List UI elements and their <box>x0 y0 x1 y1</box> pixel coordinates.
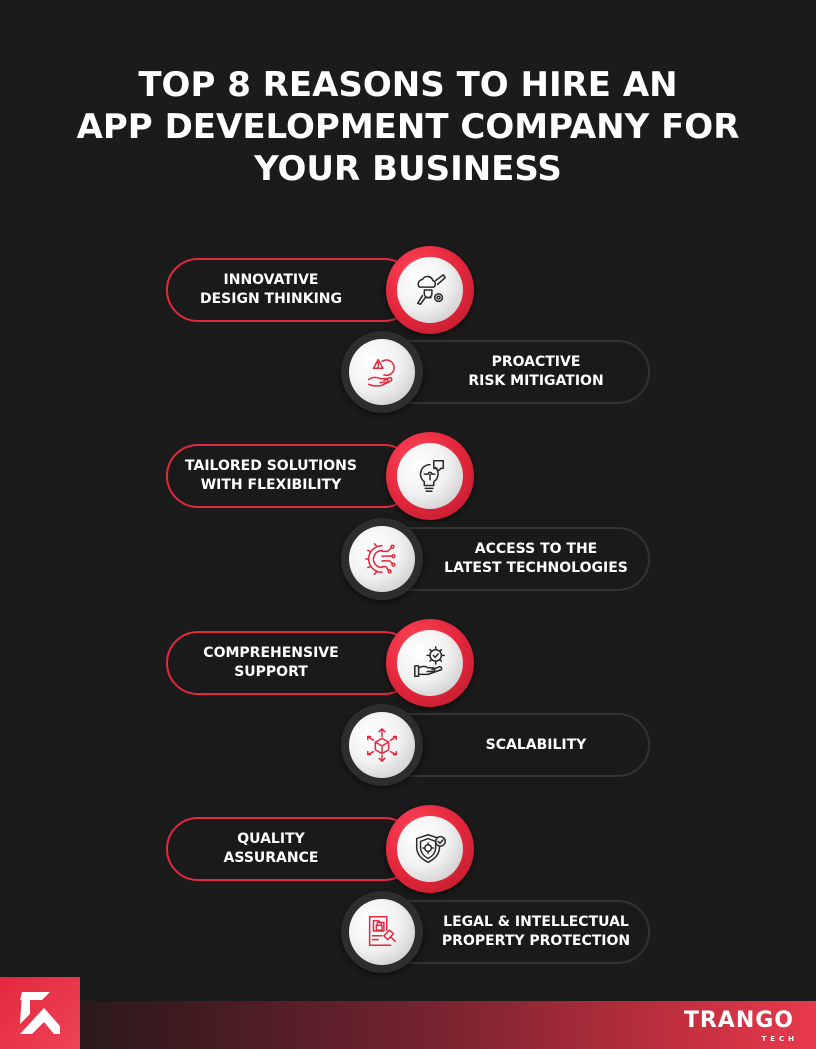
brand-logo: TRANGO TECH <box>684 1010 794 1044</box>
reason-label-line: QUALITY <box>237 831 305 847</box>
arrow-up-left-logo-icon <box>20 992 60 1034</box>
reason-label-line: PROACTIVE <box>491 354 581 370</box>
footer-logo <box>0 977 80 1049</box>
reason-label-line: RISK MITIGATION <box>468 373 604 389</box>
document-lock-gavel-icon <box>368 916 397 947</box>
brand-sub: TECH <box>761 1035 798 1043</box>
reason-icon-badge <box>341 331 423 413</box>
reason-label-line: LATEST TECHNOLOGIES <box>444 560 628 576</box>
shield-gear-check-icon <box>415 833 446 864</box>
lightbulb-cloud-pencil-gear-icon <box>416 274 446 306</box>
hand-gear-check-icon <box>414 646 446 678</box>
title-line-1: TOP 8 REASONS TO HIRE AN <box>138 65 678 105</box>
footer-bar <box>0 1001 816 1049</box>
reason-icon-badge <box>386 805 474 893</box>
reason-label-line: SCALABILITY <box>485 736 587 753</box>
reason-pill: TAILORED SOLUTIONS WITH FLEXIBILITY <box>166 444 416 508</box>
reason-icon-badge <box>341 704 423 786</box>
reason-label-line: LEGAL & INTELLECTUAL <box>443 914 629 930</box>
reason-label-line: DESIGN THINKING <box>199 291 343 307</box>
reason-label-line: PROPERTY PROTECTION <box>441 933 631 949</box>
reason-pill: LEGAL & INTELLECTUAL PROPERTY PROTECTION <box>372 900 650 964</box>
title-line-2: APP DEVELOPMENT COMPANY FOR <box>76 107 740 147</box>
reason-label-line: INNOVATIVE <box>223 272 319 288</box>
reason-label-line: TAILORED SOLUTIONS <box>185 458 357 474</box>
hand-warning-gear-icon <box>367 358 395 387</box>
reason-pill: QUALITY ASSURANCE <box>166 817 416 881</box>
reason-icon-badge <box>386 619 474 707</box>
cube-arrows-icon <box>366 728 398 762</box>
page-title: TOP 8 REASONS TO HIRE AN APP DEVELOPMENT… <box>0 64 816 190</box>
lightbulb-puzzle-icon <box>419 460 445 492</box>
reason-icon-badge <box>341 518 423 600</box>
brand-name: TRANGO <box>683 1008 794 1033</box>
reason-label-line: ASSURANCE <box>223 850 319 866</box>
reason-icon-badge <box>386 432 474 520</box>
reason-icon-badge <box>341 891 423 973</box>
reason-label-line: WITH FLEXIBILITY <box>200 477 342 493</box>
reason-label-line: ACCESS TO THE <box>474 541 598 557</box>
title-line-3: YOUR BUSINESS <box>254 149 562 189</box>
reason-pill: COMPREHENSIVE SUPPORT <box>166 631 416 695</box>
reason-pill: INNOVATIVE DESIGN THINKING <box>166 258 416 322</box>
reason-icon-badge <box>386 246 474 334</box>
reason-label-line: COMPREHENSIVE <box>203 645 339 661</box>
reason-label-line: SUPPORT <box>234 664 308 680</box>
gear-circuit-icon <box>365 543 396 575</box>
